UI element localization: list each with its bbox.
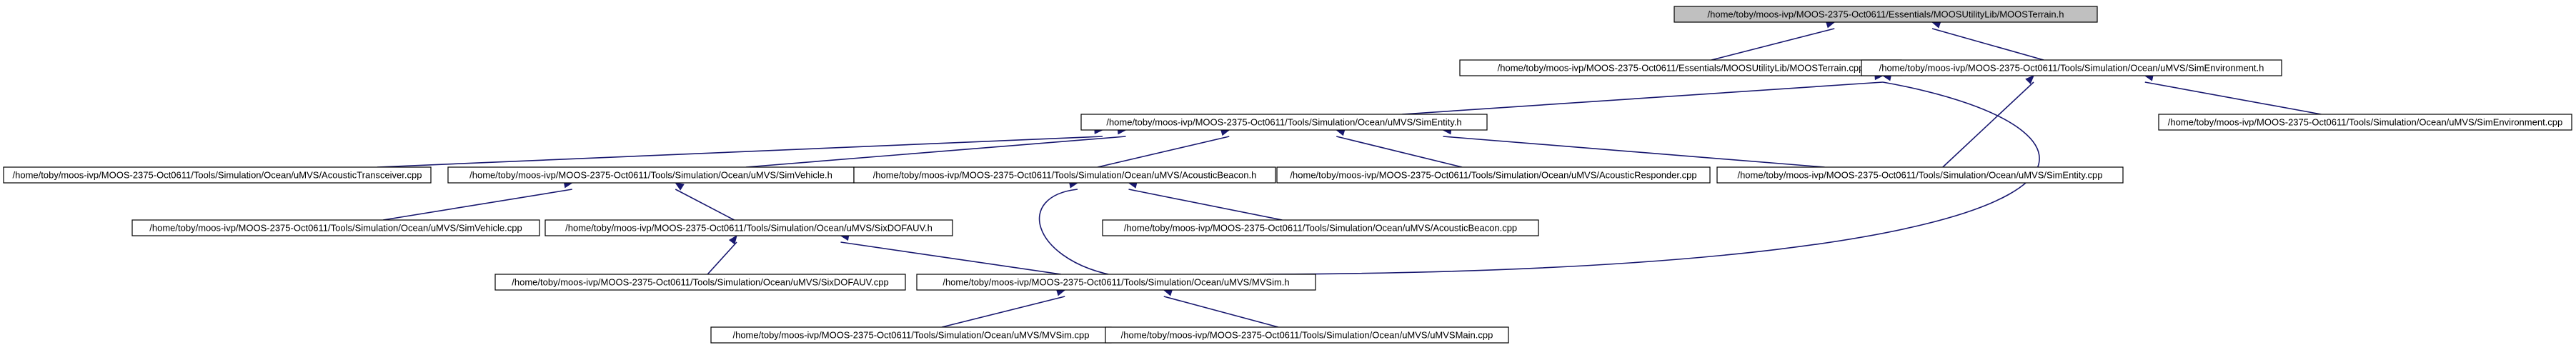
dependency-edge bbox=[1336, 136, 1463, 168]
dependency-edge bbox=[2144, 81, 2322, 115]
node-box bbox=[544, 219, 953, 236]
node-label: /home/toby/moos-ivp/MOOS-2375-Oct0611/To… bbox=[1121, 330, 1493, 341]
node-label: /home/toby/moos-ivp/MOOS-2375-Oct0611/To… bbox=[469, 170, 832, 181]
graph-node[interactable]: /home/toby/moos-ivp/MOOS-2375-Oct0611/To… bbox=[131, 219, 540, 236]
node-layer: /home/toby/moos-ivp/MOOS-2375-Oct0611/Es… bbox=[3, 6, 2572, 344]
node-box bbox=[1276, 166, 1711, 184]
dependency-edge bbox=[1259, 81, 2040, 275]
graph-node[interactable]: /home/toby/moos-ivp/MOOS-2375-Oct0611/To… bbox=[1102, 219, 1539, 236]
graph-node[interactable]: /home/toby/moos-ivp/MOOS-2375-Oct0611/To… bbox=[916, 274, 1316, 291]
node-box bbox=[2158, 114, 2572, 131]
node-label: /home/toby/moos-ivp/MOOS-2375-Oct0611/To… bbox=[1879, 63, 2264, 74]
node-box bbox=[1102, 219, 1539, 236]
arrowhead bbox=[728, 234, 737, 245]
graph-node[interactable]: /home/toby/moos-ivp/MOOS-2375-Oct0611/To… bbox=[1105, 326, 1509, 344]
dependency-edge bbox=[383, 189, 572, 221]
dependency-edge bbox=[745, 136, 1126, 168]
node-box bbox=[853, 166, 1276, 184]
node-box bbox=[131, 219, 540, 236]
graph-node[interactable]: /home/toby/moos-ivp/MOOS-2375-Oct0611/To… bbox=[1861, 59, 2282, 76]
node-box bbox=[916, 274, 1316, 291]
node-box bbox=[1080, 114, 1488, 131]
graph-node[interactable]: /home/toby/moos-ivp/MOOS-2375-Oct0611/Es… bbox=[1674, 6, 2098, 23]
node-label: /home/toby/moos-ivp/MOOS-2375-Oct0611/To… bbox=[512, 277, 888, 288]
dependency-edge bbox=[1402, 81, 1884, 115]
graph-node[interactable]: /home/toby/moos-ivp/MOOS-2375-Oct0611/To… bbox=[710, 326, 1112, 344]
dependency-edge bbox=[1128, 189, 1283, 221]
graph-node[interactable]: /home/toby/moos-ivp/MOOS-2375-Oct0611/To… bbox=[1276, 166, 1711, 184]
dependency-edge bbox=[1942, 81, 2034, 168]
graph-node[interactable]: /home/toby/moos-ivp/MOOS-2375-Oct0611/Es… bbox=[1459, 59, 1902, 76]
node-box bbox=[1861, 59, 2282, 76]
node-label: /home/toby/moos-ivp/MOOS-2375-Oct0611/To… bbox=[943, 277, 1289, 288]
graph-node[interactable]: /home/toby/moos-ivp/MOOS-2375-Oct0611/To… bbox=[853, 166, 1276, 184]
graph-node[interactable]: /home/toby/moos-ivp/MOOS-2375-Oct0611/To… bbox=[1716, 166, 2124, 184]
graph-node[interactable]: /home/toby/moos-ivp/MOOS-2375-Oct0611/To… bbox=[2158, 114, 2572, 131]
node-label: /home/toby/moos-ivp/MOOS-2375-Oct0611/Es… bbox=[1708, 9, 2064, 20]
node-label: /home/toby/moos-ivp/MOOS-2375-Oct0611/To… bbox=[2168, 117, 2563, 128]
dependency-edge bbox=[377, 136, 1103, 168]
node-label: /home/toby/moos-ivp/MOOS-2375-Oct0611/To… bbox=[1737, 170, 2102, 181]
node-label: /home/toby/moos-ivp/MOOS-2375-Oct0611/To… bbox=[13, 170, 422, 181]
dependency-edge bbox=[1163, 296, 1279, 328]
dependency-edge bbox=[840, 241, 1062, 275]
dependency-edge bbox=[1097, 136, 1230, 168]
arrowhead bbox=[675, 182, 685, 191]
node-box bbox=[1105, 326, 1509, 344]
node-label: /home/toby/moos-ivp/MOOS-2375-Oct0611/To… bbox=[1290, 170, 1696, 181]
node-label: /home/toby/moos-ivp/MOOS-2375-Oct0611/To… bbox=[1124, 223, 1517, 234]
dependency-edge bbox=[941, 296, 1065, 328]
node-label: /home/toby/moos-ivp/MOOS-2375-Oct0611/To… bbox=[873, 170, 1257, 181]
node-box bbox=[1674, 6, 2098, 23]
dependency-edge bbox=[1931, 28, 2044, 61]
edge-layer bbox=[377, 21, 2322, 328]
graph-node[interactable]: /home/toby/moos-ivp/MOOS-2375-Oct0611/To… bbox=[3, 166, 432, 184]
node-box bbox=[1716, 166, 2124, 184]
dependency-edge bbox=[675, 189, 735, 221]
dependency-edge bbox=[707, 241, 737, 275]
graph-node[interactable]: /home/toby/moos-ivp/MOOS-2375-Oct0611/To… bbox=[544, 219, 953, 236]
arrowhead bbox=[2025, 75, 2034, 84]
dependency-edge bbox=[1443, 136, 1825, 168]
node-label: /home/toby/moos-ivp/MOOS-2375-Oct0611/To… bbox=[149, 223, 522, 234]
node-label: /home/toby/moos-ivp/MOOS-2375-Oct0611/To… bbox=[565, 223, 933, 234]
dependency-edge bbox=[1711, 28, 1835, 61]
dependency-edge bbox=[1038, 189, 1109, 275]
graph-node[interactable]: /home/toby/moos-ivp/MOOS-2375-Oct0611/To… bbox=[494, 274, 906, 291]
node-box bbox=[494, 274, 906, 291]
node-label: /home/toby/moos-ivp/MOOS-2375-Oct0611/Es… bbox=[1498, 63, 1864, 74]
node-box bbox=[3, 166, 432, 184]
graph-node[interactable]: /home/toby/moos-ivp/MOOS-2375-Oct0611/To… bbox=[447, 166, 855, 184]
node-label: /home/toby/moos-ivp/MOOS-2375-Oct0611/To… bbox=[1106, 117, 1461, 128]
node-label: /home/toby/moos-ivp/MOOS-2375-Oct0611/To… bbox=[732, 330, 1089, 341]
graph-node[interactable]: /home/toby/moos-ivp/MOOS-2375-Oct0611/To… bbox=[1080, 114, 1488, 131]
